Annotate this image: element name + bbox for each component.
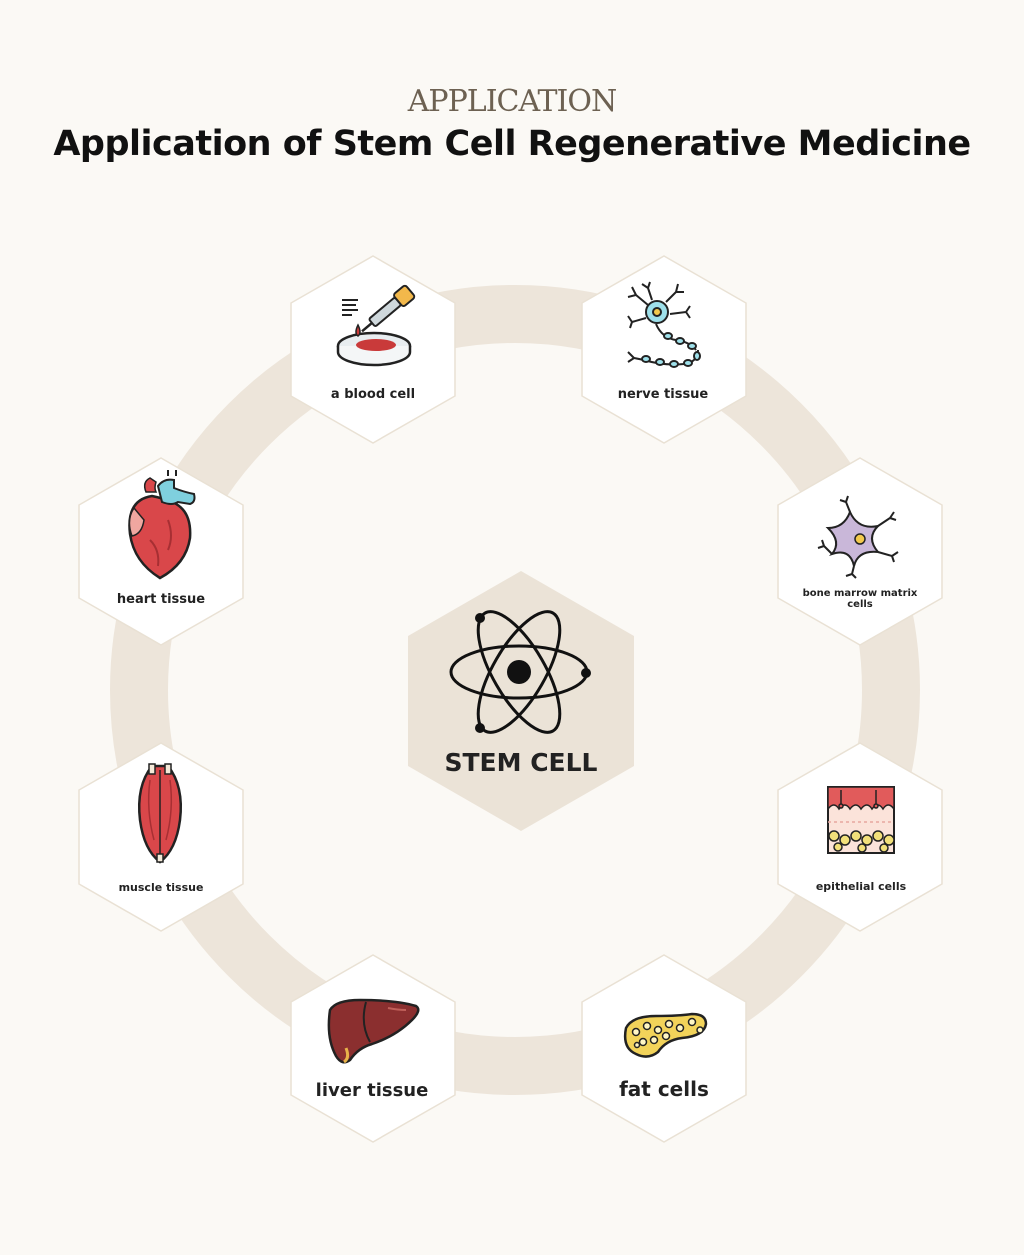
- node-label: liver tissue: [316, 1080, 429, 1101]
- node-label: epithelial cells: [816, 880, 907, 893]
- stromal-cell-icon: [817, 495, 899, 579]
- node-nerve-tissue[interactable]: nerve tissue: [581, 255, 747, 444]
- liver-icon: [327, 998, 420, 1064]
- center-node-stem-cell[interactable]: STEM CELL: [408, 571, 634, 831]
- center-label: STEM CELL: [444, 748, 597, 777]
- adipose-tissue-icon: [623, 1012, 708, 1058]
- node-epithelial-cells[interactable]: epithelial cells: [777, 742, 943, 932]
- node-hexagon: [290, 954, 456, 1143]
- node-label-line-1: bone marrow matrix: [803, 588, 918, 599]
- atom-icon: [449, 610, 591, 734]
- node-bone-marrow-matrix-cells[interactable]: bone marrow matrix cells: [777, 457, 943, 646]
- node-label: heart tissue: [117, 592, 205, 607]
- node-muscle-tissue[interactable]: muscle tissue: [78, 742, 244, 932]
- node-label: fat cells: [619, 1077, 709, 1101]
- page-title: Application of Stem Cell Regenerative Me…: [53, 124, 971, 164]
- node-hexagon: [581, 954, 747, 1143]
- dropper-petri-dish-icon: [336, 284, 416, 367]
- node-heart-tissue[interactable]: heart tissue: [78, 457, 244, 646]
- node-blood-cell[interactable]: a blood cell: [290, 255, 456, 444]
- node-label: muscle tissue: [119, 881, 204, 894]
- node-label-line-2: cells: [847, 599, 873, 610]
- center-hexagon: [408, 571, 634, 831]
- node-label: a blood cell: [331, 387, 415, 402]
- connector-ring: [110, 285, 920, 1095]
- muscle-icon: [138, 763, 182, 864]
- skin-layers-icon: [827, 786, 895, 854]
- neuron-icon: [627, 281, 701, 368]
- node-hexagon: [581, 255, 747, 444]
- node-fat-cells[interactable]: fat cells: [581, 954, 747, 1143]
- heart-icon: [128, 470, 196, 580]
- node-liver-tissue[interactable]: liver tissue: [290, 954, 456, 1143]
- node-label: nerve tissue: [618, 387, 709, 402]
- section-eyebrow: APPLICATION: [407, 84, 618, 119]
